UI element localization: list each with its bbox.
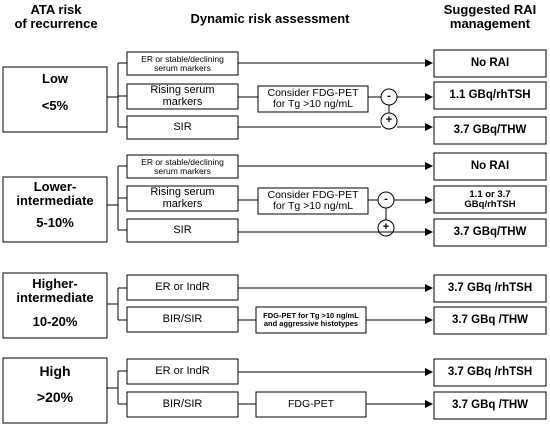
outcome-label: 1.1 GBq/rhTSH [449, 89, 531, 102]
connector-line [107, 287, 127, 321]
middle-box [257, 187, 369, 215]
category-percentage: <5% [41, 98, 69, 114]
category-box-high [2, 357, 108, 424]
assessment-label: ER or stable/declining serum markers [141, 156, 224, 176]
outcome-box [433, 185, 547, 214]
outcome-label: 3.7 GBq/THW [453, 124, 527, 137]
category-name: Low [42, 71, 68, 87]
outcome-label: 3.7 GBq /THW [451, 314, 529, 327]
assessment-label: Rising serum markers [150, 83, 215, 108]
assessment-label: BIR/SIR [162, 312, 203, 325]
outcome-box [433, 81, 547, 110]
header-dynamic-risk: Dynamic risk assessment [190, 11, 350, 27]
category-name: Higher- intermediate [16, 276, 94, 305]
middle-box-label: FDG-PET for Tg >10 ng/mL and aggressive … [263, 311, 359, 328]
outcome-label: 1.1 or 3.7 GBq/rhTSH [464, 188, 516, 210]
outcome-label: 3.7 GBq/THW [453, 226, 527, 239]
category-percentage: 5-10% [36, 215, 74, 231]
outcome-box [433, 274, 547, 303]
outcome-label: 3.7 GBq /rhTSH [447, 282, 533, 295]
positive-sign: + [382, 221, 390, 234]
header-suggested-rai: Suggested RAI management [443, 2, 537, 31]
category-name: Lower- intermediate [16, 179, 94, 208]
outcome-box [433, 218, 547, 247]
negative-sign: - [387, 90, 391, 103]
connector-line [107, 62, 127, 128]
positive-sign: + [385, 114, 393, 127]
assessment-label: SIR [173, 120, 192, 133]
category-box-higher-intermediate [2, 272, 108, 339]
outcome-box [433, 358, 547, 387]
outcome-box [433, 152, 547, 181]
outcome-label: 3.7 GBq /THW [451, 399, 529, 412]
category-percentage: >20% [36, 388, 74, 405]
category-percentage: 10-20% [32, 314, 78, 330]
outcome-label: No RAI [470, 57, 510, 70]
connector-line [107, 165, 127, 231]
positive-sign-circle [377, 219, 395, 237]
assessment-label: ER or stable/declining serum markers [141, 53, 224, 73]
middle-box-label: Consider FDG-PET for Tg >10 ng/mL [267, 86, 359, 110]
negative-sign: - [384, 193, 388, 206]
header-ata-risk: ATA risk of recurrence [14, 2, 98, 31]
outcome-box [433, 116, 547, 145]
assessment-label: BIR/SIR [162, 397, 203, 410]
assessment-label: ER or IndR [155, 364, 210, 377]
outcome-box [433, 49, 547, 78]
negative-sign-circle [380, 88, 398, 106]
middle-box-label: Consider FDG-PET for Tg >10 ng/mL [267, 188, 359, 212]
category-name: High [39, 362, 71, 379]
positive-sign-circle [380, 112, 398, 130]
category-box-low [2, 66, 108, 133]
category-box-lower-intermediate [2, 176, 108, 243]
outcome-box [433, 306, 547, 335]
assessment-label: SIR [173, 223, 192, 236]
outcome-label: No RAI [470, 160, 510, 173]
outcome-label: 3.7 GBq /rhTSH [447, 366, 533, 379]
outcome-box [433, 391, 547, 420]
connector-line [107, 370, 127, 405]
negative-sign-circle [377, 191, 395, 209]
middle-box [257, 85, 369, 113]
assessment-label: Rising serum markers [150, 185, 215, 210]
middle-box-label: FDG-PET [287, 397, 335, 410]
assessment-label: ER or IndR [155, 280, 210, 293]
